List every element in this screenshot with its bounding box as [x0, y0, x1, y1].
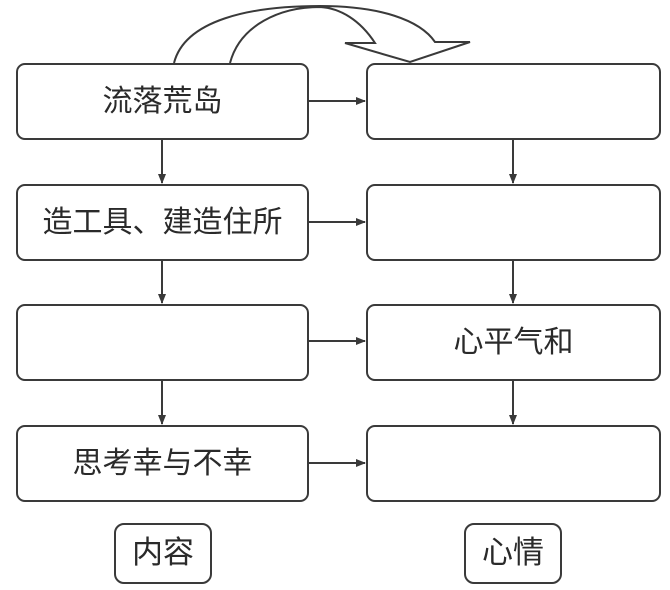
content-cell-1: 流落荒岛 [16, 63, 309, 140]
content-cell-3-blank[interactable] [16, 304, 309, 381]
content-cell-text: 流落荒岛 [102, 83, 223, 119]
mood-column-label: 心情 [464, 523, 562, 584]
mood-cell-4-blank[interactable] [366, 425, 661, 502]
content-cell-4: 思考幸与不幸 [16, 425, 309, 502]
mood-label-text: 心情 [482, 535, 544, 571]
curved-arrow-icon [173, 4, 471, 64]
content-cell-2: 造工具、建造住所 [16, 184, 309, 261]
mood-cell-2-blank[interactable] [366, 184, 661, 261]
content-cell-text: 造工具、建造住所 [42, 204, 283, 240]
content-cell-text: 思考幸与不幸 [72, 445, 253, 481]
content-label-text: 内容 [132, 535, 194, 571]
content-column-label: 内容 [114, 523, 212, 584]
mood-cell-1-blank[interactable] [366, 63, 661, 140]
mood-cell-text: 心平气和 [453, 324, 574, 360]
mood-cell-3: 心平气和 [366, 304, 661, 381]
